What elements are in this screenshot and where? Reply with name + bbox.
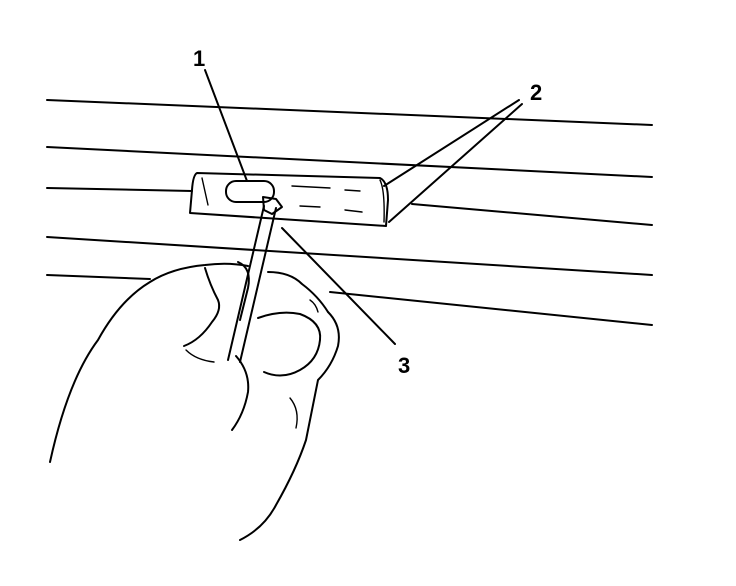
leader-lines (204, 69, 523, 345)
leader-1 (204, 69, 248, 182)
terminal-block-bevel (201, 177, 209, 206)
grid-line-3-left (46, 187, 193, 192)
middle-finger (257, 311, 322, 377)
grid-line-4 (46, 236, 653, 276)
terminal-block-outline (189, 172, 389, 227)
defroster-grid-lines (46, 99, 653, 326)
thumb-nail (309, 299, 319, 313)
grid-line-5-right (329, 291, 653, 326)
terminal-block-edge (379, 179, 385, 223)
ring-finger (231, 355, 250, 431)
leader-2b (388, 103, 523, 223)
callout-1: 1 (193, 46, 205, 71)
index-finger (183, 267, 221, 347)
knuckle-crease-1 (185, 349, 215, 363)
terminal-highlight-3 (299, 205, 321, 208)
terminal-tab (225, 180, 275, 203)
probe-tip (262, 196, 283, 215)
leader-3 (281, 227, 396, 345)
probe-shaft-right (239, 207, 277, 363)
thumb-top (267, 271, 329, 313)
terminal-highlight-1 (291, 185, 331, 189)
index-finger-tip (237, 261, 250, 321)
grid-line-1 (46, 99, 653, 126)
probe-shaft-left (227, 205, 265, 361)
terminal-block (189, 172, 389, 227)
callout-3: 3 (398, 353, 410, 378)
grid-line-2 (46, 146, 653, 178)
terminal-highlight-4 (344, 209, 363, 213)
terminal-highlight-2 (344, 189, 361, 192)
grid-line-3-right (411, 203, 653, 226)
probe-tool (227, 196, 283, 363)
hand-right-outline (239, 311, 340, 541)
hand (49, 261, 340, 541)
hand-back-outline (49, 262, 249, 463)
knuckle-crease-2 (289, 397, 298, 429)
leader-2a (383, 99, 520, 187)
grid-line-5-left (46, 274, 151, 280)
callout-2: 2 (530, 80, 542, 105)
